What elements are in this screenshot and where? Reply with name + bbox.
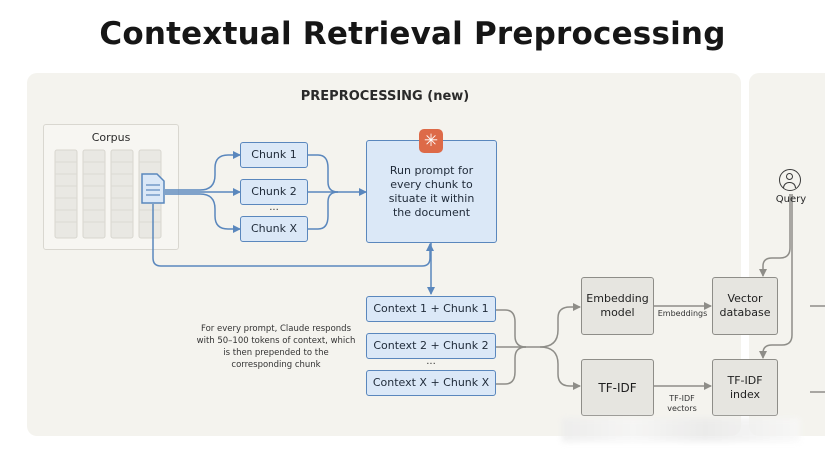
corpus-documents bbox=[54, 149, 162, 239]
chunk-1: Chunk 1 bbox=[240, 142, 308, 168]
chunks-ellipsis: ... bbox=[269, 202, 279, 213]
sparkle-icon: ✳ bbox=[419, 129, 443, 153]
embedding-model-box: Embedding model bbox=[581, 277, 654, 335]
embeddings-label: Embeddings bbox=[657, 309, 708, 318]
tfidf-index-box: TF-IDF index bbox=[712, 359, 778, 416]
tfidf-box: TF-IDF bbox=[581, 359, 654, 416]
tfidf-vectors-label: TF-IDF vectors bbox=[667, 394, 697, 413]
context-chunk-x: Context X + Chunk X bbox=[366, 370, 496, 396]
chunk-x: Chunk X bbox=[240, 216, 308, 242]
diagram-title: Contextual Retrieval Preprocessing bbox=[99, 16, 726, 52]
chunk-2: Chunk 2 bbox=[240, 179, 308, 205]
document-icon bbox=[141, 173, 165, 204]
context-chunk-2: Context 2 + Chunk 2 bbox=[366, 333, 496, 359]
user-circle-icon bbox=[779, 169, 801, 191]
blurred-caption-area bbox=[562, 418, 800, 442]
corpus-label: Corpus bbox=[91, 131, 131, 144]
section-title: PREPROCESSING (new) bbox=[300, 89, 470, 104]
query-label: Query bbox=[775, 194, 807, 205]
context-chunk-1: Context 1 + Chunk 1 bbox=[366, 296, 496, 322]
vector-database-box: Vector database bbox=[712, 277, 778, 335]
prompt-box: Run prompt for every chunk to situate it… bbox=[366, 140, 497, 243]
context-ellipsis: ... bbox=[426, 356, 436, 367]
note-text: For every prompt, Claude responds with 5… bbox=[196, 324, 356, 370]
